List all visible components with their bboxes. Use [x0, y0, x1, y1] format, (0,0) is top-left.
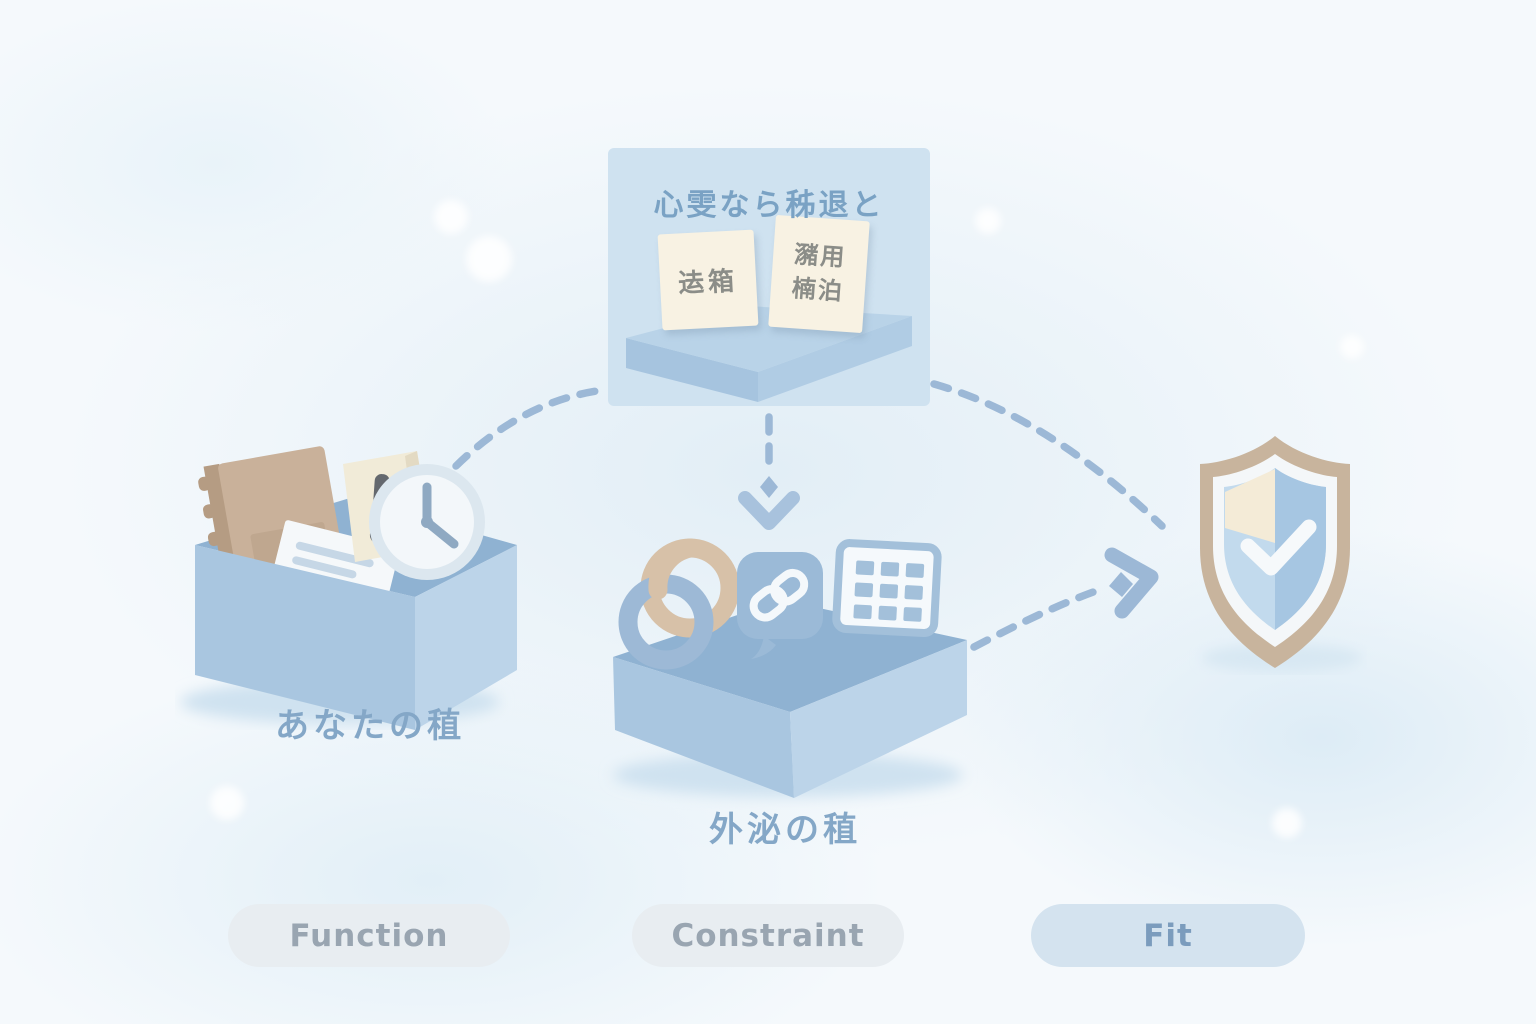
- background-dot: [1272, 808, 1302, 838]
- panel-title: 心雯なら秭退と: [653, 188, 885, 223]
- note-left-text: 迲箱: [677, 265, 739, 300]
- dashed-arrow-external-shield: [970, 587, 1100, 651]
- background-dot: [434, 200, 468, 234]
- dashed-arrow-panel-shield: [930, 380, 1166, 530]
- clock-icon: [369, 464, 485, 580]
- background-dot: [466, 236, 512, 282]
- your-box-illustration: [180, 446, 517, 730]
- external-box-illustration: [613, 538, 967, 798]
- background-dot: [975, 208, 1001, 234]
- constraint-pill[interactable]: Constraint: [632, 904, 904, 967]
- grid-table-icon: [832, 539, 942, 638]
- note-card-right: 瀦用 楠泊: [768, 214, 870, 334]
- shield-highlight: [1225, 469, 1275, 543]
- arrow-diamond: [760, 476, 778, 498]
- rings-icon: [618, 538, 740, 670]
- fit-pill[interactable]: Fit: [1031, 904, 1305, 967]
- your-box-label: あなたの稙: [275, 706, 465, 746]
- checkmark-icon: [1240, 519, 1317, 576]
- box-side-face: [790, 640, 967, 798]
- requirements-panel: 迲箱 瀦用 楠泊 心雯なら秭退と: [608, 148, 930, 406]
- fit-pill-label: Fit: [1143, 917, 1193, 954]
- shield-check-icon: [1200, 436, 1362, 672]
- arrow-diamond: [1109, 572, 1133, 597]
- box-front-face: [195, 545, 415, 730]
- external-box-label: 外泌の稙: [709, 810, 861, 850]
- constraint-pill-label: Constraint: [671, 917, 865, 954]
- function-pill-label: Function: [289, 917, 449, 954]
- box-front-face: [613, 657, 794, 798]
- background-dot: [1340, 335, 1364, 359]
- note-right-line2: 楠泊: [790, 274, 845, 306]
- chain-link-app-icon: [737, 552, 823, 659]
- function-pill[interactable]: Function: [228, 904, 510, 967]
- note-card-left: 迲箱: [657, 229, 759, 331]
- background-dot: [210, 786, 244, 820]
- note-right-line1: 瀦用: [793, 240, 848, 273]
- box-side-face: [415, 545, 517, 730]
- chevron-right-icon: [1104, 547, 1159, 619]
- ring-overlap: [648, 538, 700, 600]
